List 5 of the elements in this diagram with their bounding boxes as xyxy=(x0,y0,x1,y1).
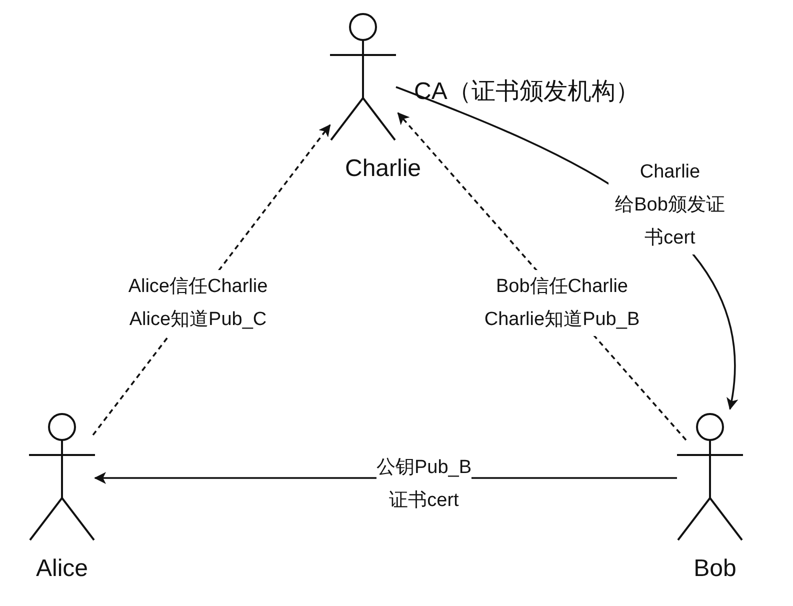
actor-name: Bob xyxy=(692,555,738,583)
actor-name: Alice xyxy=(34,555,90,583)
edge-label: Alice信任Charlie Alice知道Pub_C xyxy=(128,270,268,336)
actor-name: Charlie xyxy=(344,155,422,183)
edge-label: Bob信任Charlie Charlie知道Pub_B xyxy=(484,270,640,336)
